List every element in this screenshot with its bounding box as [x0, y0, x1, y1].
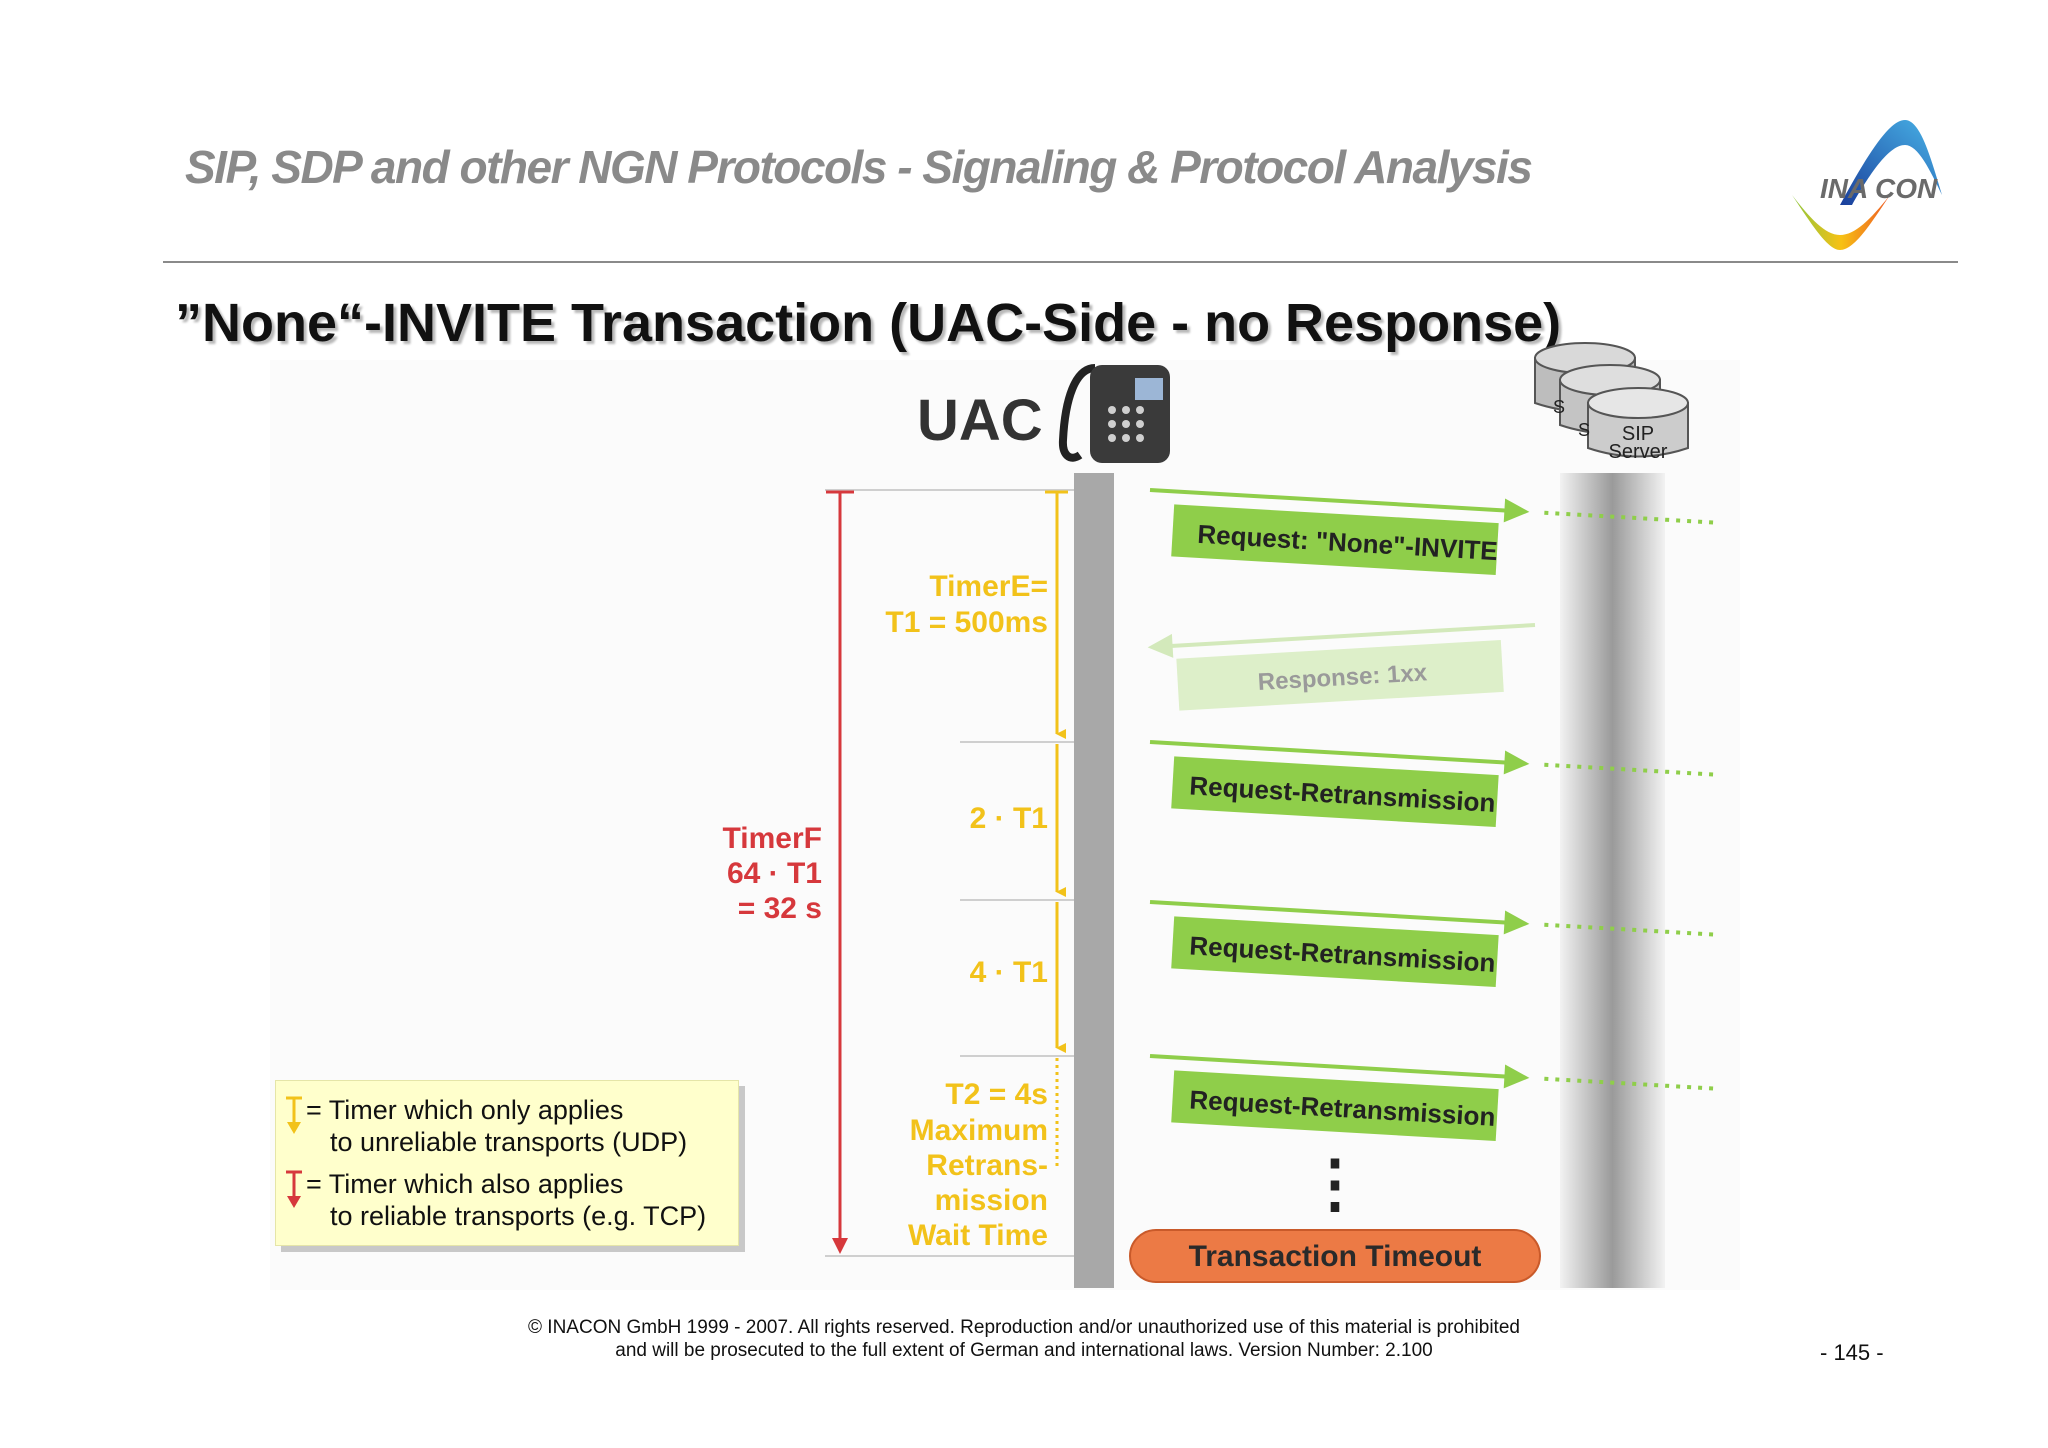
- slide-title: ”None“-INVITE Transaction (UAC-Side - no…: [175, 293, 1562, 353]
- timer-f-value: 64 · T1: [727, 857, 822, 890]
- server-lifeline: [1560, 473, 1665, 1288]
- timer-t2-line-maximum: Maximum: [910, 1114, 1048, 1147]
- legend-icons: [286, 1096, 302, 1208]
- timeout-label: Transaction Timeout: [1189, 1240, 1482, 1273]
- logo-text-con: CON: [1875, 173, 1938, 204]
- timer-2t1-label: 2 · T1: [970, 802, 1048, 835]
- server-stack-letter-1: S: [1553, 397, 1565, 417]
- timer-f-seconds: = 32 s: [738, 892, 822, 925]
- legend-tcp-line1: = Timer which also applies: [306, 1169, 624, 1199]
- phone-icon: [1058, 364, 1170, 463]
- timer-e-segments: [1045, 490, 1068, 1166]
- legend-yellow-arrow-icon: [286, 1096, 302, 1134]
- legend-udp-line2: to unreliable transports (UDP): [330, 1127, 688, 1157]
- header-divider: [163, 261, 1958, 263]
- timer-e-label: TimerE=: [929, 570, 1048, 603]
- logo-text-ina: INA: [1820, 173, 1868, 204]
- page-number: - 145 -: [1820, 1340, 1884, 1365]
- server-label-sip: SIP: [1622, 423, 1654, 445]
- copyright-line-2: and will be prosecuted to the full exten…: [615, 1340, 1433, 1361]
- uac-label: UAC: [917, 388, 1043, 453]
- timer-t2-line-wait-time: Wait Time: [908, 1219, 1048, 1252]
- message-retransmission-2: Request-Retransmission: [1149, 900, 1715, 988]
- inacon-logo: INA CON: [1792, 120, 1942, 250]
- server-label-server: Server: [1609, 441, 1668, 463]
- logo-bottom-wave: [1792, 195, 1890, 250]
- timer-t2-line-mission: mission: [935, 1184, 1048, 1217]
- sip-server-icon: S S SIP Server: [1534, 342, 1689, 463]
- timer-e-value: T1 = 500ms: [885, 606, 1048, 639]
- timer-t2-line-retrans: Retrans-: [926, 1149, 1048, 1182]
- logo-top-wave: [1840, 120, 1942, 205]
- uac-lifeline: [1074, 473, 1114, 1288]
- timer-f-label: TimerF: [723, 822, 822, 855]
- message-request-invite: Request: "None"-INVITE: [1149, 488, 1715, 576]
- timer-4t1-label: 4 · T1: [970, 956, 1048, 989]
- transaction-timeout: Transaction Timeout: [1129, 1229, 1541, 1283]
- message-response-1xx: Response: 1xx: [1147, 623, 1536, 711]
- legend-red-arrow-icon: [286, 1170, 302, 1208]
- server-stack-letter-2: S: [1578, 420, 1590, 440]
- legend: [275, 1080, 739, 1246]
- copyright-line-1: © INACON GmbH 1999 - 2007. All rights re…: [528, 1317, 1520, 1338]
- message-retransmission-3: Request-Retransmission: [1149, 1054, 1715, 1142]
- copyright-notice: © INACON GmbH 1999 - 2007. All rights re…: [0, 1316, 2048, 1362]
- legend-udp-line1: = Timer which only applies: [306, 1095, 624, 1125]
- legend-tcp-line2: to reliable transports (e.g. TCP): [330, 1201, 707, 1231]
- timer-t2-label: T2 = 4s: [945, 1078, 1048, 1111]
- continuation-dots: ⋮: [1303, 1147, 1367, 1219]
- timer-f-bracket: [826, 490, 854, 1254]
- message-retransmission-1: Request-Retransmission: [1149, 740, 1715, 828]
- presentation-title: SIP, SDP and other NGN Protocols - Signa…: [185, 141, 1533, 193]
